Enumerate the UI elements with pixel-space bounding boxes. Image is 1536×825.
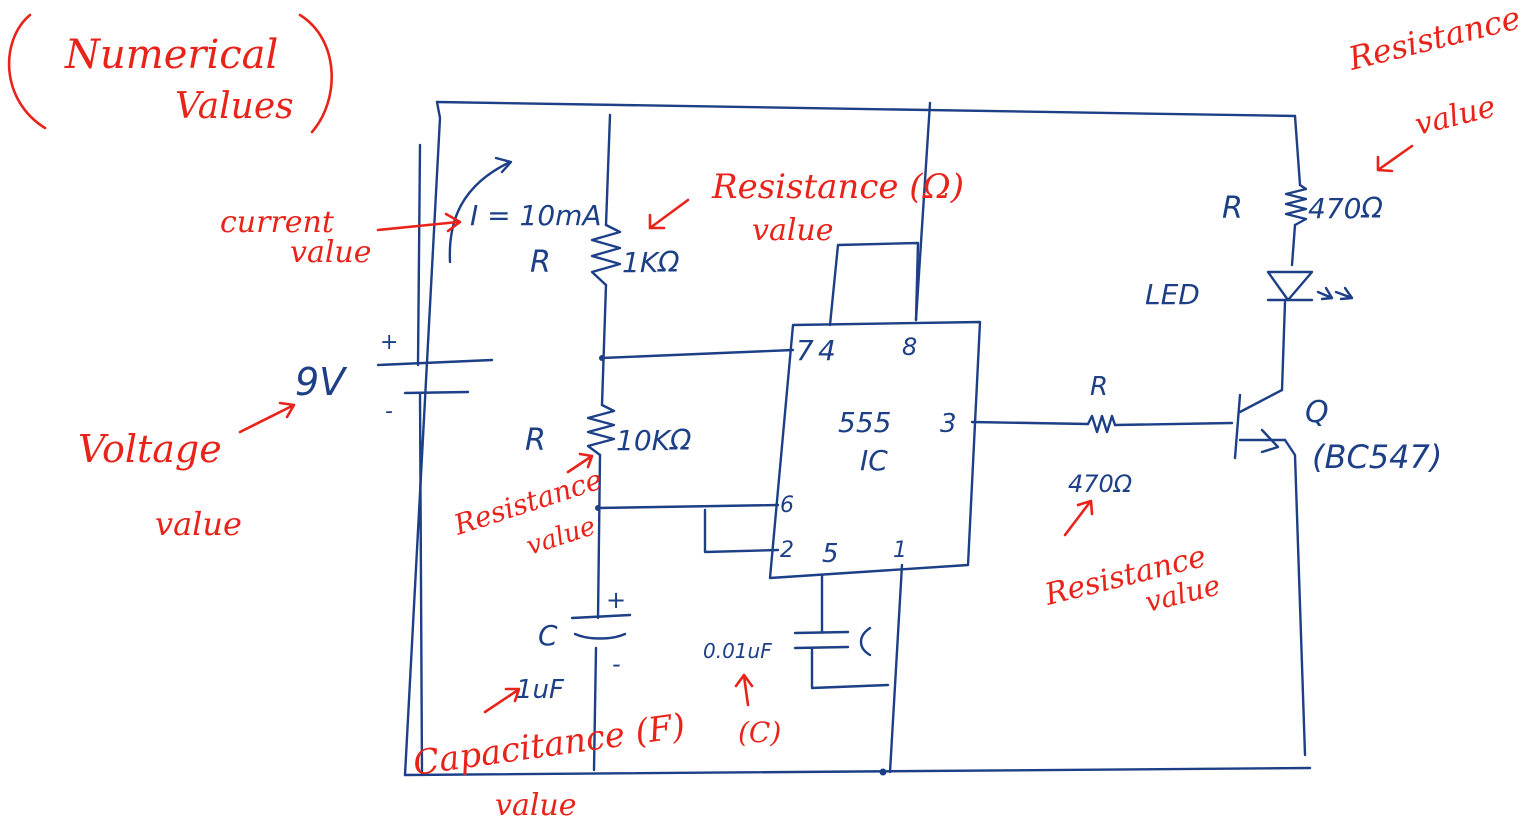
svg-text:Resistance (Ω): Resistance (Ω) bbox=[711, 167, 964, 207]
svg-text:9V: 9V bbox=[295, 360, 348, 404]
svg-text:6: 6 bbox=[780, 493, 794, 518]
svg-text:8: 8 bbox=[902, 333, 917, 361]
resistor-r1: R 1KΩ bbox=[530, 223, 680, 287]
svg-text:R: R bbox=[1090, 372, 1108, 402]
annotation-c-small: (C) bbox=[734, 673, 781, 749]
capacitor-c2: 0.01uF bbox=[703, 626, 872, 663]
svg-text:LED: LED bbox=[1145, 278, 1200, 311]
svg-text:R: R bbox=[530, 245, 551, 280]
svg-text:470Ω: 470Ω bbox=[1068, 470, 1133, 498]
annotation-current-value: current value bbox=[220, 205, 462, 270]
svg-text:R: R bbox=[525, 423, 546, 458]
annotation-resistance-top-right: Resistance value bbox=[1344, 0, 1524, 173]
svg-text:value: value bbox=[155, 505, 242, 543]
svg-text:4: 4 bbox=[818, 334, 836, 367]
svg-text:(BC547): (BC547) bbox=[1312, 438, 1442, 476]
annotation-capacitance: Capacitance (F) value bbox=[411, 687, 688, 823]
annotation-resistance-left: Resistance value bbox=[449, 452, 606, 562]
svg-text:value: value bbox=[495, 788, 577, 823]
svg-text:current: current bbox=[220, 205, 335, 240]
svg-text:Numerical: Numerical bbox=[64, 32, 278, 78]
svg-text:0.01uF: 0.01uF bbox=[703, 639, 772, 663]
svg-text:IC: IC bbox=[860, 444, 888, 477]
svg-text:R: R bbox=[1222, 191, 1243, 226]
svg-text:value: value bbox=[523, 511, 599, 561]
svg-text:(C): (C) bbox=[738, 716, 781, 749]
svg-text:+: + bbox=[606, 586, 626, 614]
svg-text:Values: Values bbox=[175, 86, 294, 127]
svg-text:Resistance: Resistance bbox=[1344, 0, 1524, 78]
capacitor-c1: C + - 1uF bbox=[516, 586, 632, 705]
annotation-voltage-value: Voltage value bbox=[78, 401, 296, 543]
svg-text:5: 5 bbox=[822, 539, 839, 569]
resistor-r2: R 10KΩ bbox=[525, 403, 692, 458]
battery-symbol: + - 9V bbox=[295, 330, 494, 424]
svg-text:470Ω: 470Ω bbox=[1308, 192, 1383, 225]
svg-text:555: 555 bbox=[838, 406, 891, 439]
svg-text:I = 10mA: I = 10mA bbox=[470, 199, 602, 232]
svg-text:3: 3 bbox=[940, 409, 957, 439]
current-arrow: I = 10mA bbox=[448, 156, 602, 264]
annotation-numerical-values: Numerical Values bbox=[7, 13, 333, 134]
svg-text:2: 2 bbox=[780, 538, 794, 563]
ic-555: 7 4 8 3 6 2 5 1 555 IC bbox=[768, 320, 982, 580]
svg-text:+: + bbox=[380, 330, 398, 355]
transistor-q: Q (BC547) bbox=[1233, 388, 1442, 476]
annotation-resistance-ohm: Resistance (Ω) value bbox=[648, 167, 964, 248]
svg-text:value: value bbox=[290, 235, 372, 270]
svg-text:C: C bbox=[538, 619, 558, 652]
svg-text:7: 7 bbox=[796, 334, 814, 367]
svg-text:Q: Q bbox=[1305, 395, 1329, 430]
circuit-wires bbox=[403, 100, 1312, 777]
svg-text:value: value bbox=[1411, 89, 1499, 143]
annotation-resistance-bottom: Resistance value bbox=[1040, 499, 1224, 619]
svg-text:1: 1 bbox=[893, 538, 907, 563]
junction-dots bbox=[595, 355, 887, 776]
svg-text:Voltage: Voltage bbox=[78, 427, 222, 471]
svg-text:1uF: 1uF bbox=[516, 675, 565, 705]
svg-text:value: value bbox=[752, 213, 834, 248]
svg-text:10KΩ: 10KΩ bbox=[616, 424, 692, 457]
led-symbol: LED bbox=[1145, 270, 1354, 311]
resistor-base: R 470Ω bbox=[1068, 372, 1133, 498]
svg-text:-: - bbox=[612, 650, 621, 678]
resistor-led: R 470Ω bbox=[1222, 183, 1383, 227]
svg-text:1KΩ: 1KΩ bbox=[622, 246, 680, 279]
svg-text:-: - bbox=[385, 399, 393, 424]
